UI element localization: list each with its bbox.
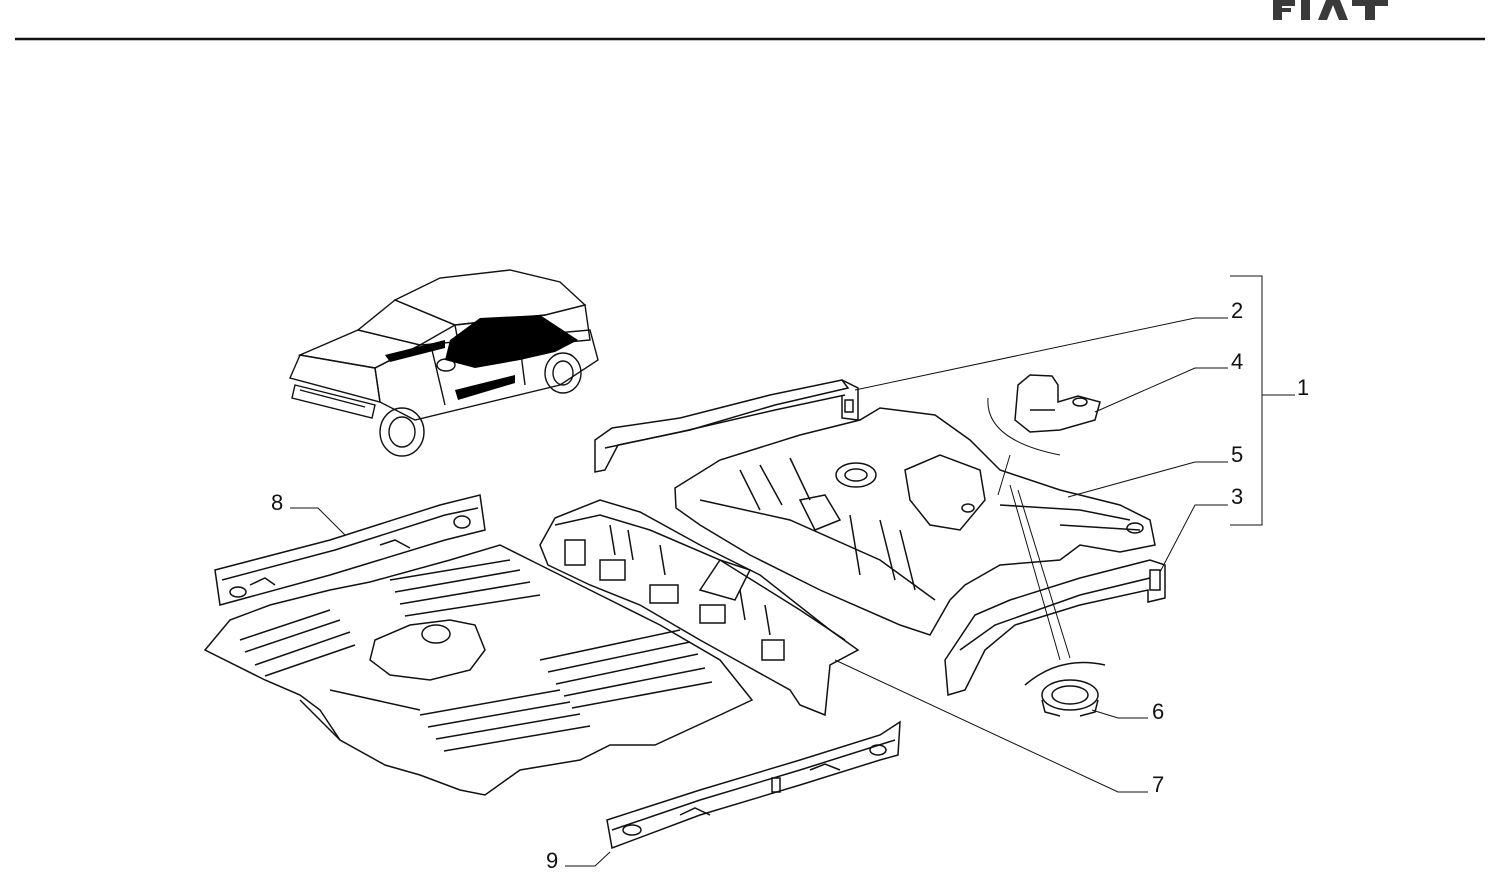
callout-5: 5 [1231,442,1243,467]
callout-2: 2 [1231,298,1243,323]
car-floor-highlight [385,315,578,400]
callout-7: 7 [1152,772,1164,797]
fiat-logo [1273,0,1388,20]
callout-4: 4 [1231,349,1243,374]
callout-6: 6 [1152,699,1164,724]
part-4-bracket [1014,374,1101,433]
part-8-sill [214,494,486,606]
detail-circle-arc [987,397,1061,456]
part-3-rail [944,559,1166,696]
callout-3: 3 [1231,484,1243,509]
callout-9: 9 [546,848,558,873]
part-9-sill [606,720,901,850]
car-illustration [289,269,599,457]
detail-guide-lines [997,454,1071,661]
callout-8: 8 [271,490,283,515]
front-floor-panel [203,544,754,796]
callout-1: 1 [1297,375,1309,400]
part-7-tunnel [539,499,860,717]
part-6-ring [1024,661,1106,717]
leader-lines [290,275,1295,867]
part-5-rear-floor [674,407,1156,636]
